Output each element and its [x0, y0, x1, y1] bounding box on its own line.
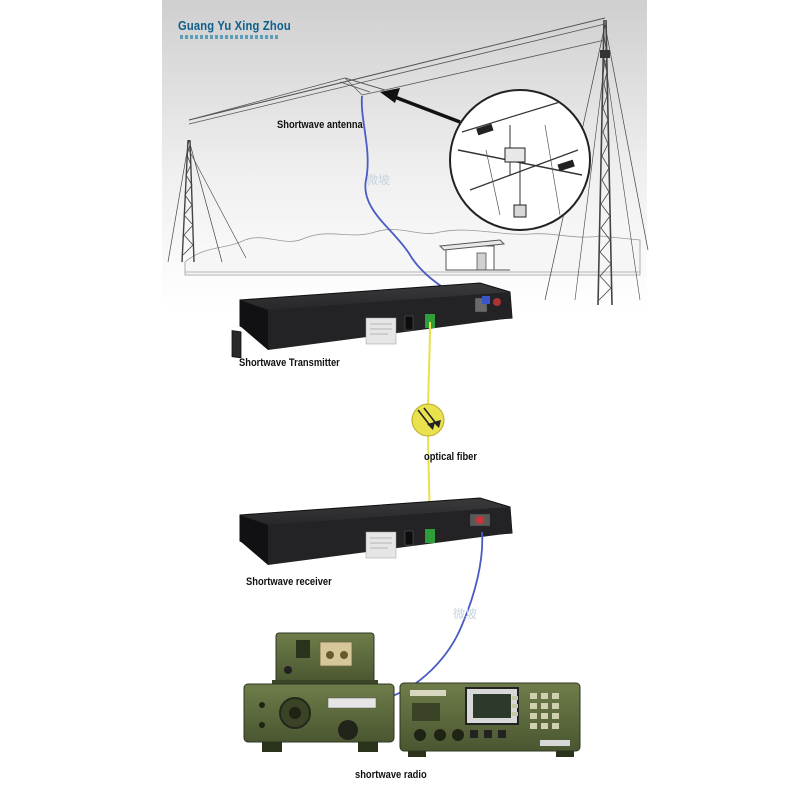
left-tower	[167, 139, 247, 263]
antenna-wires	[188, 17, 606, 125]
label-shortwave-radio: shortwave radio	[355, 769, 427, 781]
watermark-mark-2: 微坡	[453, 607, 477, 621]
antenna-detail-icon	[449, 89, 591, 231]
shelter-building	[438, 239, 510, 271]
fiber-converter-icon	[411, 403, 445, 437]
receiver-device	[239, 497, 513, 565]
transmitter-device	[231, 282, 513, 359]
detail-pointer-arrow	[380, 88, 461, 124]
watermark-mark: 微坡	[366, 173, 390, 187]
antenna-scene: 微坡	[162, 0, 649, 310]
right-tower	[544, 19, 649, 306]
label-shortwave-antenna: Shortwave antenna	[277, 119, 363, 131]
radio-set	[243, 632, 581, 757]
label-shortwave-transmitter: Shortwave Transmitter	[239, 357, 340, 369]
brand-logo-underline	[180, 35, 280, 39]
label-optical-fiber: optical fiber	[424, 451, 477, 463]
brand-logo-text: Guang Yu Xing Zhou	[178, 18, 291, 33]
tree-line	[184, 229, 641, 276]
label-shortwave-receiver: Shortwave receiver	[246, 576, 332, 588]
